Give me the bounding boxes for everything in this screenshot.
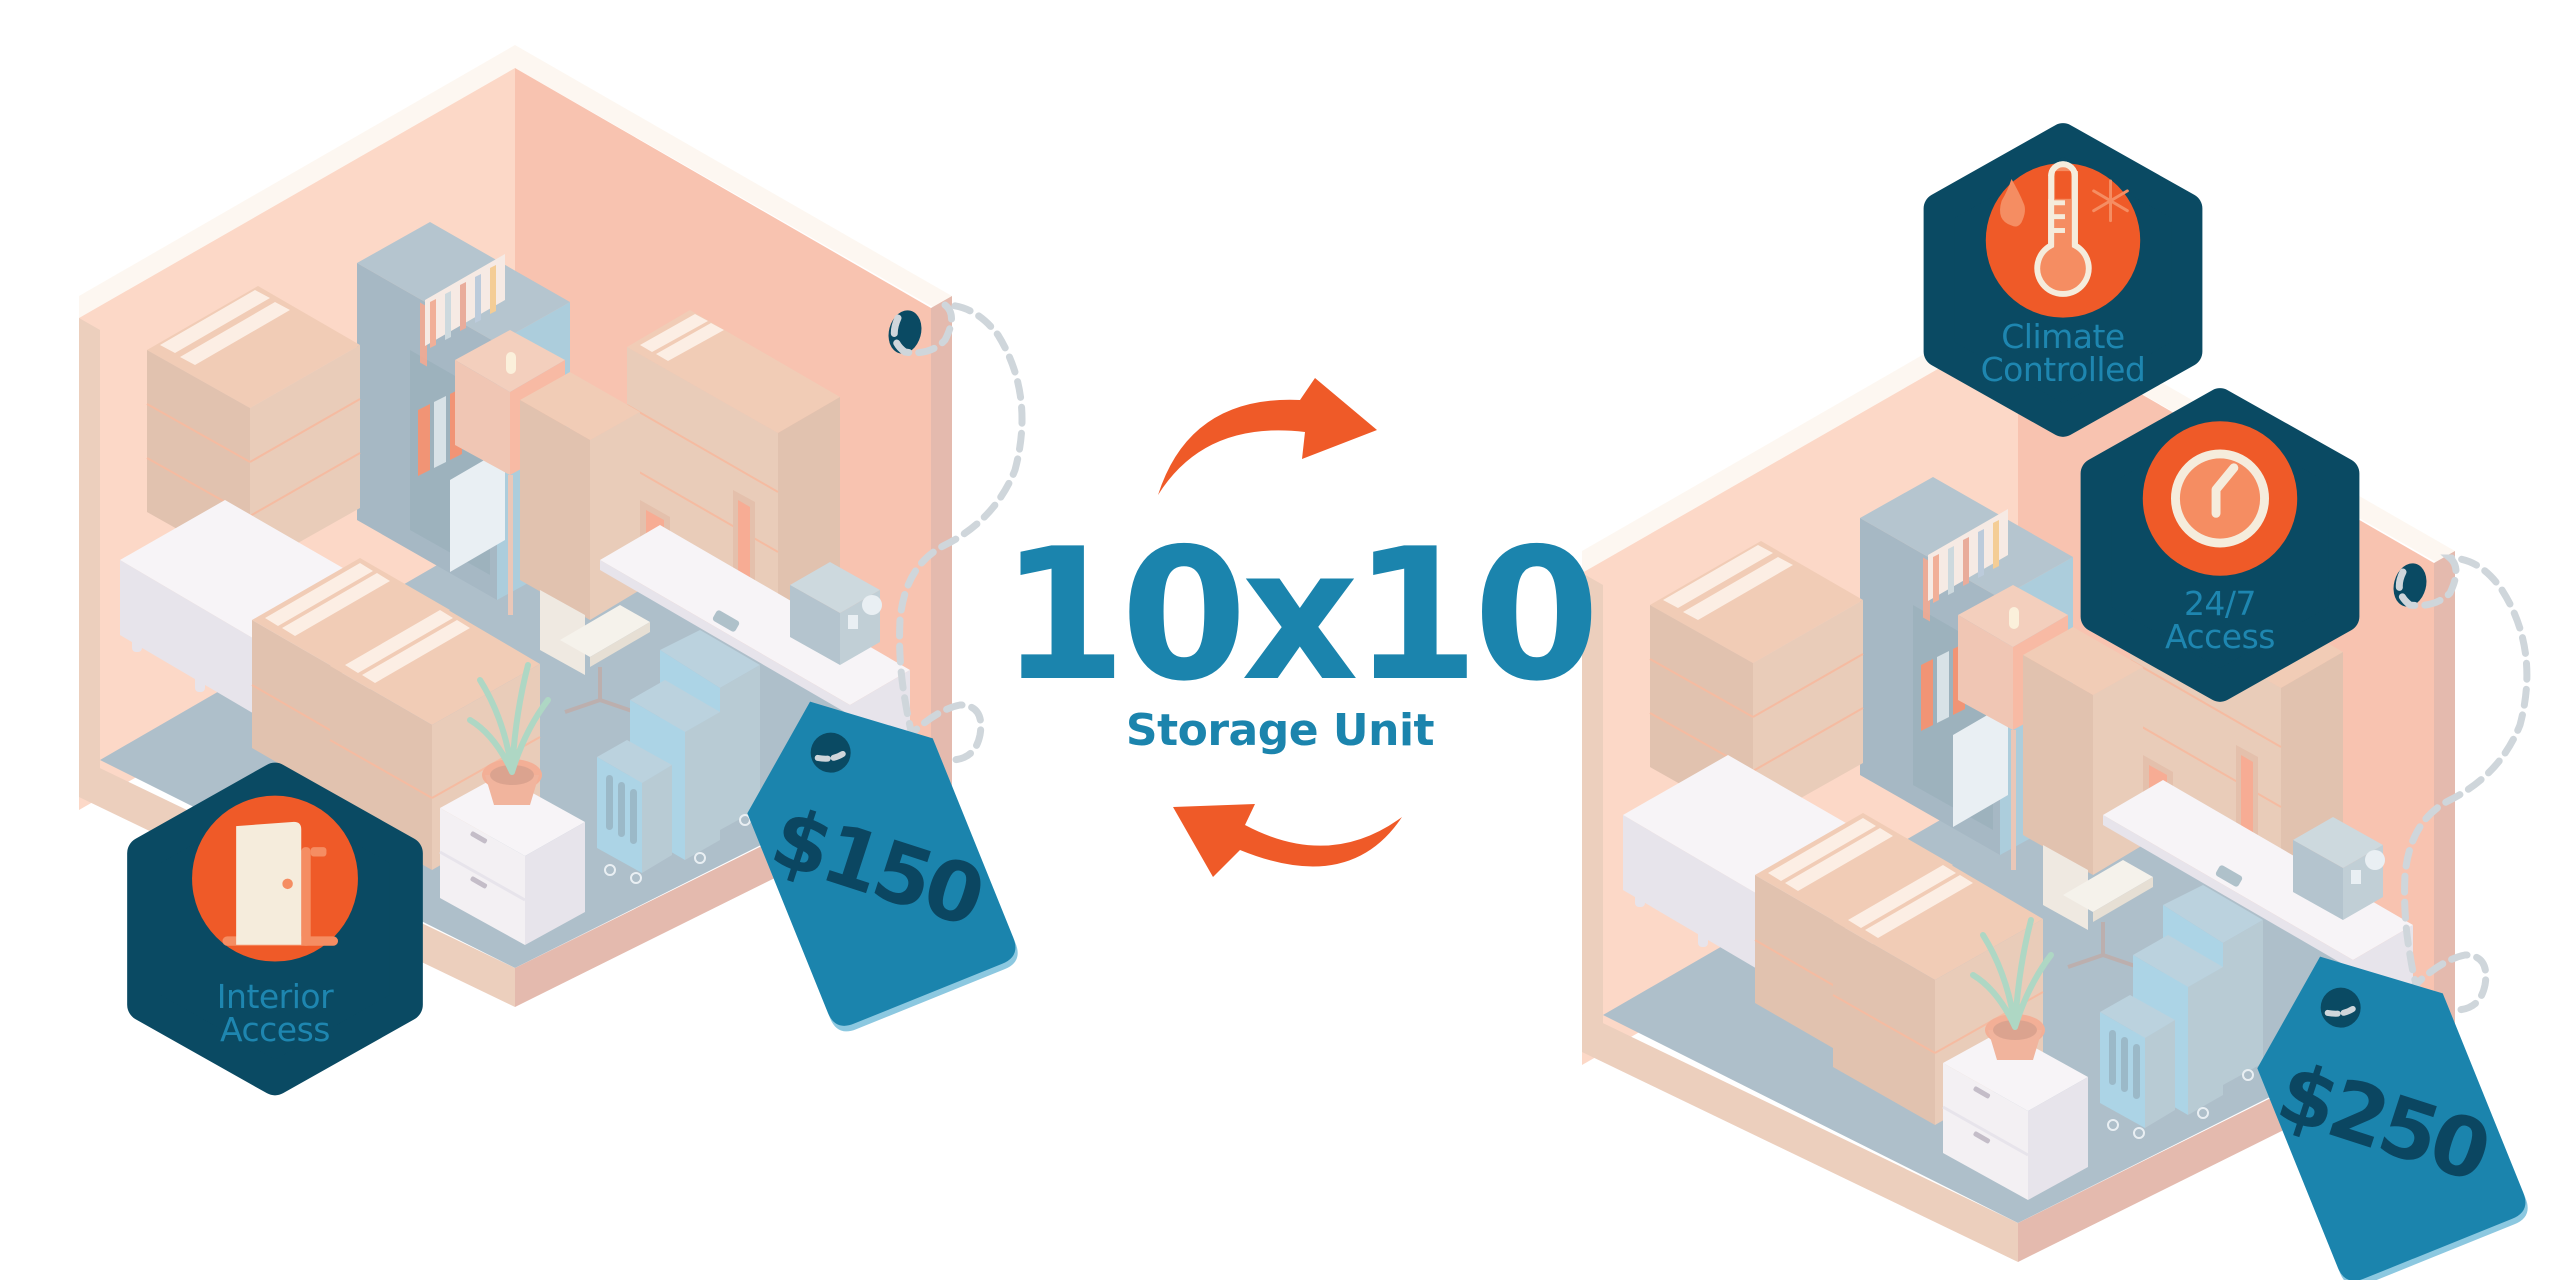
cycle-arrow-top-icon <box>1158 378 1377 495</box>
price-tag-premium <box>2227 919 2534 1280</box>
feature-label-line1: Interior <box>216 977 334 1016</box>
clock-icon <box>2170 449 2270 548</box>
feature-label-line2: Controlled <box>1980 350 2146 389</box>
feature-label-line1: Climate <box>2001 317 2125 356</box>
snowflake-icon <box>2092 179 2129 223</box>
thermometer-icon <box>2034 161 2092 297</box>
feature-label-line1: 24/7 <box>2183 584 2257 623</box>
feature-label-climate-controlled: Climate Controlled <box>1963 320 2163 386</box>
unit-size-title-block: 10x10 Storage Unit <box>1000 509 1600 756</box>
feature-label-24-7-access: 24/7 Access <box>2120 587 2320 653</box>
basic-unit-tag-string <box>888 301 1026 764</box>
unit-size-title: 10x10 <box>1000 509 1600 721</box>
feature-badge-climate-controlled <box>1939 139 2186 421</box>
cycle-arrow-bottom-icon <box>1173 804 1402 877</box>
flame-icon <box>2000 179 2025 227</box>
feature-label-interior-access: Interior Access <box>175 980 375 1046</box>
feature-label-line2: Access <box>220 1010 330 1049</box>
price-tag-basic <box>717 664 1024 1037</box>
premium-unit-tag-string <box>2393 554 2531 1014</box>
door-icon <box>222 821 338 946</box>
feature-badge-interior-access <box>144 779 406 1078</box>
feature-badge-24-7-access <box>2096 404 2343 686</box>
feature-label-line2: Access <box>2165 617 2275 656</box>
unit-type-subtitle: Storage Unit <box>1125 705 1435 756</box>
